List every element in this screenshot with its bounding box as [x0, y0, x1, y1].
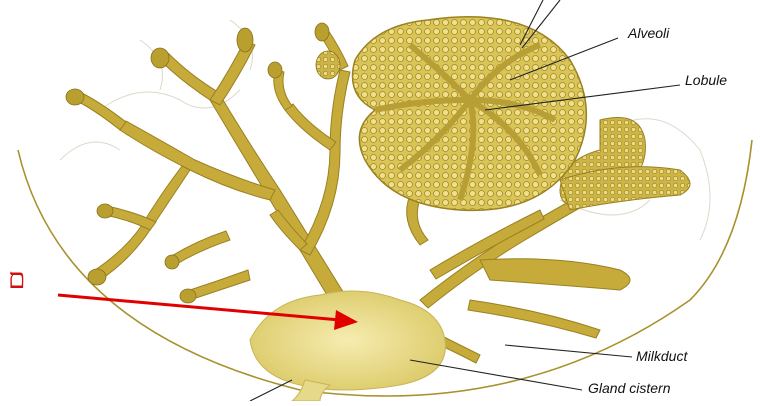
- label-alveoli: Alveoli: [628, 25, 669, 41]
- label-lobule: Lobule: [685, 72, 727, 88]
- gland-cistern: [250, 291, 445, 390]
- hebrew-annotation: ם: [8, 262, 25, 296]
- ductal-tree: [75, 30, 350, 300]
- lobule: [353, 17, 587, 211]
- label-milk-duct: Milkduct: [636, 348, 687, 364]
- label-gland-cistern: Gland cistern: [588, 380, 670, 396]
